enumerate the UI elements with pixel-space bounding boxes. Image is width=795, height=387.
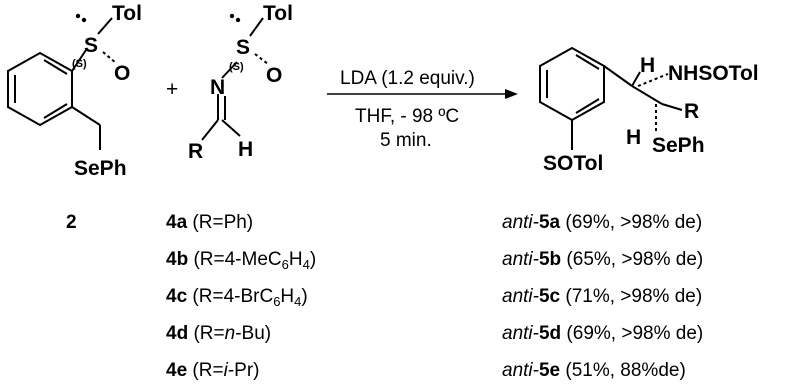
s-o-bond bbox=[102, 51, 117, 64]
benzene-ring bbox=[7, 51, 73, 127]
r2-config-label: (S) bbox=[72, 58, 87, 70]
imine-h-label: H bbox=[238, 138, 253, 161]
imine-n-label: N bbox=[210, 76, 225, 99]
product-structure bbox=[539, 46, 683, 150]
ring-double-bond bbox=[575, 98, 600, 114]
plus-sign: + bbox=[166, 78, 178, 101]
ring-double-bond bbox=[43, 59, 68, 75]
imine-tol-label: Tol bbox=[263, 2, 293, 25]
ring-double-bond bbox=[43, 103, 68, 119]
c-ch2-bond bbox=[71, 106, 101, 126]
product-nh-label: NHSOTol bbox=[668, 62, 759, 85]
s-tol-bond bbox=[249, 17, 264, 37]
product-h1-label: H bbox=[640, 54, 655, 77]
reaction-arrow bbox=[327, 89, 518, 99]
reactant-2-structure bbox=[7, 17, 117, 150]
n-s-bond bbox=[221, 61, 238, 79]
c1-c2-bond bbox=[631, 85, 663, 105]
product-entry: anti-5b (65%, >98% de) bbox=[502, 249, 704, 270]
product-h2-label: H bbox=[626, 126, 641, 149]
r2-tol-label: Tol bbox=[112, 2, 142, 25]
product-entry: anti-5c (71%, >98% de) bbox=[502, 286, 703, 307]
r2-s-label: S bbox=[84, 34, 98, 57]
c-r-bond bbox=[201, 119, 219, 141]
reactant-2-lone-pair bbox=[75, 13, 87, 23]
ring-double-bond bbox=[575, 54, 600, 70]
c1-nh-bond bbox=[637, 73, 669, 87]
condition-reagent: LDA (1.2 equiv.) bbox=[340, 68, 475, 89]
c-h-bond bbox=[221, 119, 241, 137]
imine-r-label: R bbox=[188, 140, 203, 163]
compound-2-label: 2 bbox=[66, 212, 77, 233]
substrate-entry: 4c (R=4-BrC6H4) bbox=[166, 286, 308, 309]
imine-o-label: O bbox=[266, 64, 282, 87]
substrate-entry: 4e (R=i-Pr) bbox=[166, 360, 260, 381]
imine-s-label: S bbox=[236, 36, 250, 59]
sulfinimine-lone-pair bbox=[229, 13, 241, 23]
product-benzene-ring bbox=[539, 46, 605, 122]
substrate-entry: 4a (R=Ph) bbox=[166, 212, 254, 233]
product-sotol-label: SOTol bbox=[543, 152, 603, 175]
product-entry: anti-5e (51%, 88%de) bbox=[502, 360, 686, 381]
s-o-bond bbox=[254, 53, 269, 65]
s-tol-bond bbox=[97, 17, 113, 35]
substrate-entry: 4b (R=4-MeC6H4) bbox=[166, 249, 317, 272]
substrate-entry: 4d (R=n-Bu) bbox=[166, 323, 272, 344]
product-r-label: R bbox=[684, 100, 699, 123]
ring-c1-bond bbox=[603, 65, 633, 87]
r2-seph-label: SePh bbox=[74, 157, 127, 180]
product-entry: anti-5d (69%, >98% de) bbox=[502, 323, 704, 344]
condition-solvent-temp: THF, - 98 ºC bbox=[355, 106, 459, 127]
reaction-scheme: Tol S (S) O SePh + Tol S (S) O N R H LDA… bbox=[7, 2, 759, 180]
c-s-bond bbox=[71, 49, 87, 72]
condition-time: 5 min. bbox=[380, 130, 432, 151]
r2-o-label: O bbox=[114, 62, 130, 85]
imine-config-label: (S) bbox=[229, 61, 244, 73]
c1-h-bond bbox=[631, 71, 641, 87]
sulfinimine-structure bbox=[201, 17, 269, 141]
product-entry: anti-5a (69%, >98% de) bbox=[502, 212, 703, 233]
product-seph-label: SePh bbox=[652, 134, 705, 157]
c2-r-bond bbox=[661, 103, 683, 111]
